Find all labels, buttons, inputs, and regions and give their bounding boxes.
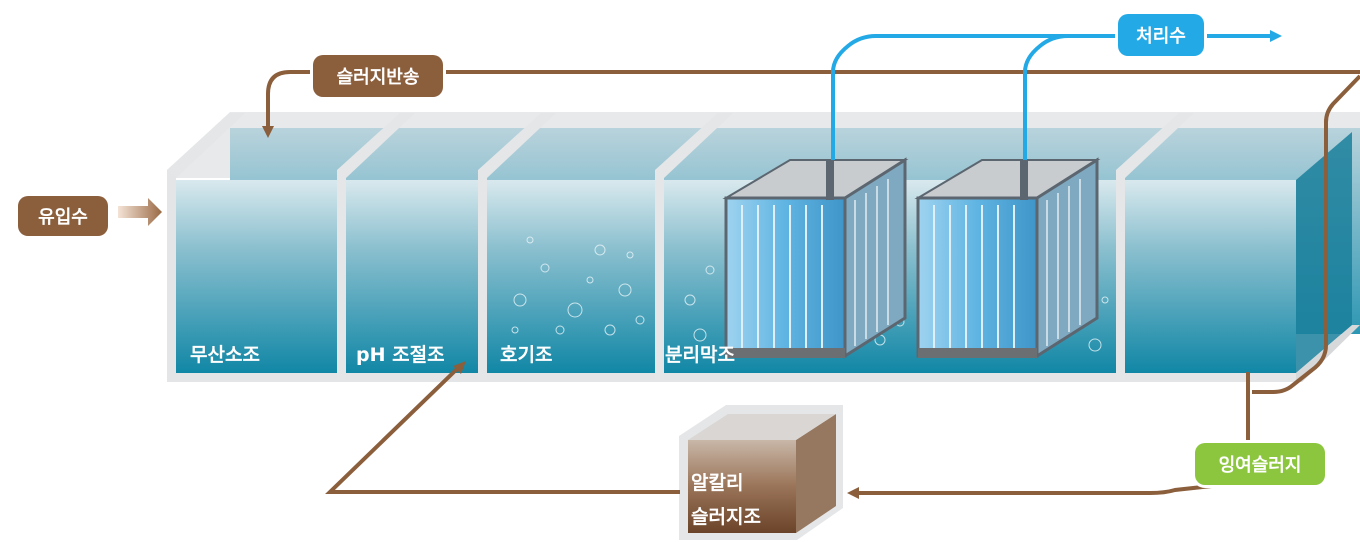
excess-sludge-pipe [856,372,1250,495]
return-riser-pipe [1252,74,1360,394]
tank-label-aerobic: 호기조 [500,344,553,366]
alkali-tank-label-line1: 알칼리 [691,472,744,494]
alkali-tank-label: 알칼리 슬러지조 [691,466,761,534]
inflow-badge: 유입수 [18,196,108,236]
arrow-left-icon [847,487,859,499]
sludge-return-pipe [266,70,1360,128]
arrow-down-icon [262,126,274,138]
tank-label-membrane: 분리막조 [665,344,735,366]
tank-label-anoxic: 무산소조 [190,344,260,366]
treated-water-pipe-1 [831,34,1120,160]
partition-walls [167,113,1194,380]
basin-frame-bottom [167,373,1302,382]
tank-train [167,112,1360,382]
membrane-module-icon [914,157,1101,359]
arrow-up-icon [453,361,466,374]
alkali-tank-label-line2: 슬러지조 [691,506,761,528]
sludge-return-badge: 슬러지반송 [313,55,443,97]
tank-label-ph-adjust: pH 조절조 [356,344,445,366]
alkali-sludge-tank [679,405,843,540]
membrane-module-icon [722,157,909,359]
treated-water-badge: 처리수 [1118,14,1204,56]
arrow-right-icon [118,198,162,226]
excess-sludge-badge: 잉여슬러지 [1195,443,1325,485]
arrow-right-icon [1270,30,1282,42]
treated-water-pipe-2 [1023,34,1069,160]
alkali-feed-pipe [325,366,680,494]
basin-frame-left [167,170,176,382]
